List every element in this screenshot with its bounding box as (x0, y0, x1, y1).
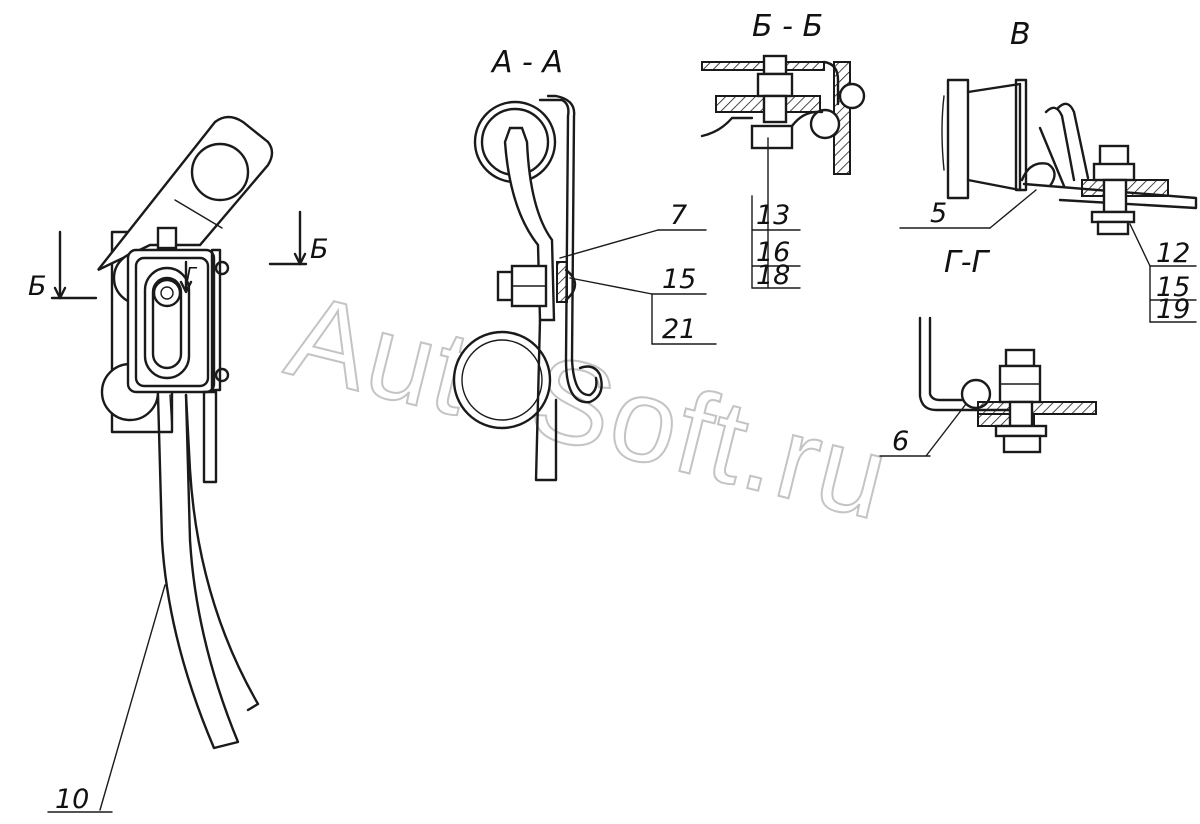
cut-mark-g-label: Г (186, 264, 198, 285)
cut-mark-b-right: Б (268, 210, 329, 266)
callout-6: 6 (879, 403, 967, 457)
cut-mark-b-left-label: Б (28, 271, 47, 302)
callout-12: 12 (1156, 238, 1190, 269)
section-aa-view (452, 94, 603, 482)
view-v (941, 78, 1198, 323)
cut-mark-b-right-label: Б (310, 234, 329, 265)
callout-7: 7 (559, 200, 707, 259)
callout-18: 18 (756, 260, 790, 291)
callout-16: 16 (756, 237, 790, 268)
pedal-assembly-view (97, 115, 274, 750)
callout-21: 21 (651, 293, 717, 345)
cut-mark-b-left: Б (28, 230, 98, 302)
watermark: AutoSoft.ru (276, 269, 902, 545)
svg-text:21: 21 (662, 314, 696, 345)
section-v-title: В (1010, 17, 1031, 52)
section-bb-title: Б - Б (752, 9, 823, 44)
section-bb-view (700, 54, 866, 289)
svg-text:5: 5 (930, 198, 947, 229)
callout-15-aa: 15 (569, 264, 707, 295)
section-gg-title: Г-Г (944, 245, 991, 280)
svg-text:6: 6 (892, 426, 909, 457)
section-aa-title: А - А (490, 45, 563, 80)
callout-13: 13 (756, 200, 790, 231)
section-gg-view (918, 316, 1097, 454)
callout-19: 19 (1156, 294, 1190, 325)
callout-10: 10 (47, 584, 166, 815)
svg-text:10: 10 (55, 784, 89, 815)
svg-text:7: 7 (670, 200, 687, 231)
svg-text:15: 15 (662, 264, 696, 295)
callout-15-v: 15 (1156, 272, 1190, 303)
callout-5: 5 (899, 189, 1037, 229)
